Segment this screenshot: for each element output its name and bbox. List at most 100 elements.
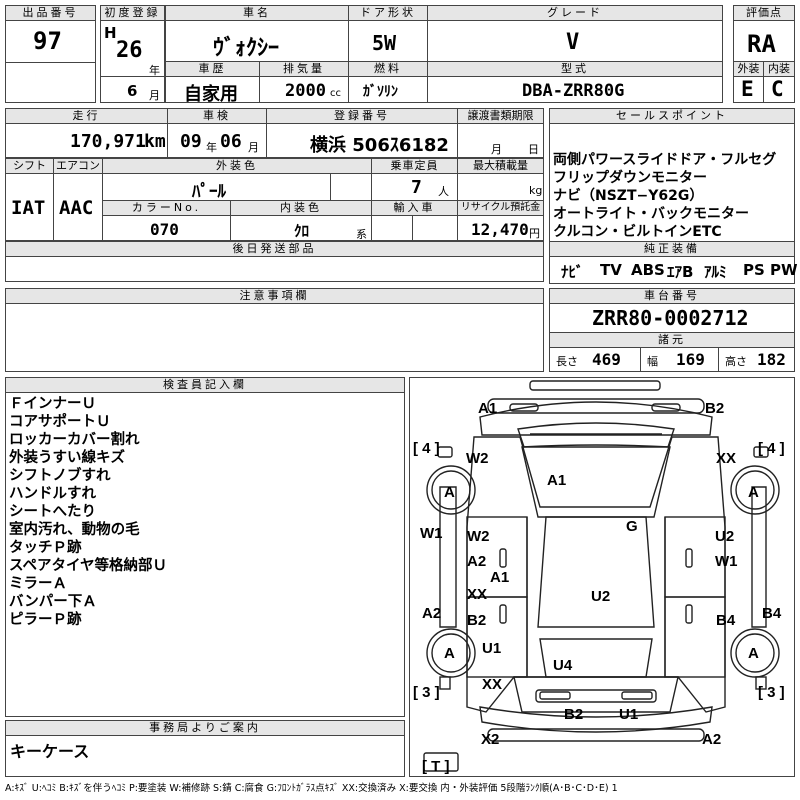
damage-mark: W2 bbox=[466, 450, 489, 467]
equipment-item: PS bbox=[743, 261, 765, 279]
damage-mark: U4 bbox=[553, 657, 573, 674]
interior-color-unit: 系 bbox=[356, 228, 367, 241]
displacement-label: 排気量 bbox=[259, 61, 349, 77]
shift-type: IAT bbox=[11, 197, 46, 219]
year-unit: 年 bbox=[149, 64, 160, 77]
plate-number: 横浜 506ｽ6182 bbox=[310, 135, 449, 156]
inspector-note: スペアタイヤ等格納部Ｕ bbox=[9, 558, 168, 574]
inspector-note: ロッカーカバー割れ bbox=[9, 432, 140, 448]
width-value: 169 bbox=[676, 350, 705, 369]
fuel: ｶﾞｿﾘﾝ bbox=[363, 84, 398, 100]
damage-mark: XX bbox=[482, 676, 503, 693]
car-name: ｳﾞｫｸｼｰ bbox=[213, 36, 280, 61]
inspector-note: 室内汚れ、動物の毛 bbox=[9, 522, 140, 538]
tire-tread-rr: [ 3 ] bbox=[758, 684, 785, 701]
inspector-note: シフトノブすれ bbox=[9, 468, 111, 484]
lot-number-cell bbox=[5, 20, 96, 103]
recycle-unit: 円 bbox=[529, 227, 540, 240]
tire-tread-fr: [ 4 ] bbox=[758, 440, 785, 457]
car-diagram-frame bbox=[409, 377, 795, 777]
equipment-item: ﾅﾋﾞ bbox=[561, 263, 584, 281]
inspection-year: 09 bbox=[180, 131, 202, 152]
mileage-label: 走行 bbox=[5, 108, 168, 124]
recycle-fee: 12,470 bbox=[471, 220, 529, 239]
chassis-number: ZRR80-0002712 bbox=[592, 306, 749, 330]
specs-label: 諸元 bbox=[549, 332, 795, 348]
reg-era: H bbox=[104, 24, 117, 42]
inspection-year-unit: 年 bbox=[206, 141, 217, 154]
inspector-note: タッチＰ跡 bbox=[9, 540, 82, 556]
lot-number: 97 bbox=[33, 27, 62, 55]
history-label: 車歴 bbox=[165, 61, 260, 77]
office-note: キーケース bbox=[10, 742, 90, 761]
damage-mark: U2 bbox=[715, 528, 735, 545]
damage-mark: XX bbox=[467, 586, 488, 603]
damage-mark: A bbox=[748, 484, 759, 501]
damage-mark: A bbox=[748, 645, 759, 662]
car-name-label: 車名 bbox=[165, 5, 349, 21]
damage-mark: U1 bbox=[619, 706, 639, 723]
transfer-day-unit: 日 bbox=[528, 143, 539, 156]
damage-mark: A bbox=[444, 484, 455, 501]
interior-label: 内装 bbox=[763, 61, 795, 77]
inspector-note: コアサポートＵ bbox=[9, 414, 111, 430]
mileage-unit: km bbox=[144, 131, 166, 152]
damage-mark: XX bbox=[716, 450, 737, 467]
length-value: 469 bbox=[592, 350, 621, 369]
color-label: 外装色 bbox=[102, 158, 372, 174]
damage-mark: A1 bbox=[490, 569, 510, 586]
sales-point: オートライト・バックモニター bbox=[553, 206, 749, 222]
import-label: 輸入車 bbox=[371, 200, 458, 216]
mileage: 170,971 bbox=[70, 131, 146, 152]
damage-mark: W1 bbox=[715, 553, 738, 570]
damage-mark: A bbox=[444, 645, 455, 662]
legend: A:ｷｽﾞ U:ﾍｺﾐ B:ｷｽﾞを伴うﾍｺﾐ P:要塗装 W:補修跡 S:錆 … bbox=[5, 783, 618, 794]
equipment-item: ｴｱB bbox=[667, 263, 694, 281]
ac-label: エアコン bbox=[53, 158, 103, 174]
width-label: 幅 bbox=[647, 355, 658, 368]
exterior-label: 外装 bbox=[733, 61, 764, 77]
door-label: ドア形状 bbox=[348, 5, 428, 21]
grade-label: グレード bbox=[427, 5, 723, 21]
model-code: DBA-ZRR80G bbox=[522, 81, 625, 101]
inspection-month: 06 bbox=[220, 131, 242, 152]
transfer-month-unit: 月 bbox=[491, 143, 502, 156]
lot-label: 出品番号 bbox=[5, 5, 96, 21]
exterior-color: ﾊﾟｰﾙ bbox=[192, 182, 226, 202]
office-label: 事務局よりご案内 bbox=[5, 720, 405, 736]
inspector-note: ミラーＡ bbox=[9, 576, 67, 592]
damage-mark: A2 bbox=[467, 553, 487, 570]
score: RA bbox=[747, 30, 776, 58]
height-value: 182 bbox=[757, 350, 786, 369]
exterior-grade: E bbox=[741, 77, 754, 101]
plate-label: 登録番号 bbox=[266, 108, 458, 124]
load-unit: kg bbox=[529, 184, 543, 197]
sales-point: ナビ（NSZT−Y62G） bbox=[553, 188, 704, 204]
door-type: 5W bbox=[372, 31, 397, 55]
damage-mark: G bbox=[626, 518, 638, 535]
interior-color: ｸﾛ bbox=[294, 222, 310, 240]
score-label: 評価点 bbox=[733, 5, 795, 21]
sales-point: フリップダウンモニター bbox=[553, 170, 707, 186]
capacity-unit: 人 bbox=[438, 185, 449, 198]
chassis-label: 車台番号 bbox=[549, 288, 795, 304]
ac-type: AAC bbox=[59, 197, 94, 219]
inspection-month-unit: 月 bbox=[248, 141, 259, 154]
interior-grade: C bbox=[771, 77, 784, 101]
interior-color-label: 内装色 bbox=[230, 200, 372, 216]
tire-tread-fl: [ 4 ] bbox=[413, 440, 440, 457]
length-label: 長さ bbox=[556, 355, 578, 368]
equipment-item: ｱﾙﾐ bbox=[704, 263, 727, 281]
equipment-item: ABS bbox=[631, 261, 665, 279]
inspector-note: ハンドルすれ bbox=[9, 486, 96, 502]
inspection-label: 車検 bbox=[167, 108, 267, 124]
later-parts-label: 後日発送部品 bbox=[5, 241, 544, 257]
damage-mark: A2 bbox=[702, 731, 722, 748]
car-diagram bbox=[423, 380, 780, 772]
equipment-item: TV bbox=[600, 261, 622, 279]
reg-label: 初度登録 bbox=[100, 5, 165, 21]
inspector-note: ピラーＰ跡 bbox=[9, 612, 82, 628]
reg-month: 6 bbox=[127, 82, 138, 100]
damage-mark: B2 bbox=[467, 612, 487, 629]
inspector-box bbox=[5, 392, 405, 717]
